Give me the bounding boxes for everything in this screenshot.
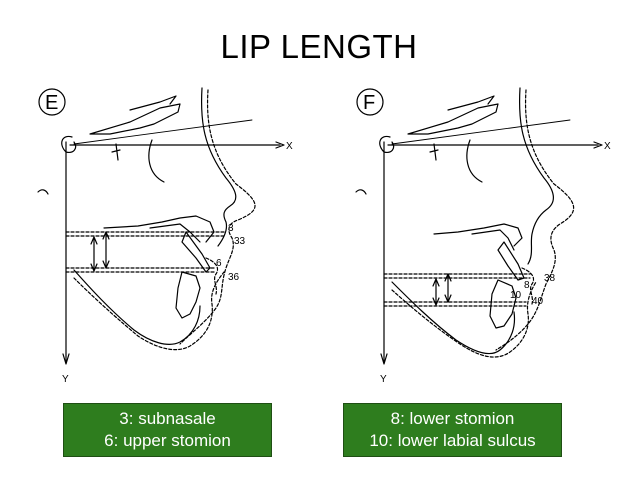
upper-incisor <box>497 241 525 281</box>
diagram-panel-e: E X Y 3 33 6 36 <box>37 87 293 385</box>
porion-outline <box>379 135 395 153</box>
y-axis-arrow <box>380 353 388 365</box>
orbit-outline <box>407 103 499 135</box>
soft-tissue-profile <box>179 89 256 345</box>
y-axis-label: Y <box>380 374 387 385</box>
mandible-outline <box>73 269 201 345</box>
orbit-outline <box>89 103 181 135</box>
landmark-label: 6 <box>216 258 222 269</box>
bony-profile <box>200 87 237 247</box>
porion-outline <box>61 135 77 153</box>
landmark-label: 33 <box>234 236 246 247</box>
lower-incisor <box>489 279 517 329</box>
diagram-panel-f: F X Y 38 8 10 40 <box>355 87 611 385</box>
panel-letter-circle <box>38 88 66 116</box>
landmark-label: 8 <box>524 280 530 291</box>
lower-incisor <box>175 271 201 319</box>
x-axis-arrow <box>275 141 285 149</box>
panel-letter: F <box>363 92 375 114</box>
x-axis-label: X <box>604 141 611 152</box>
y-axis-label: Y <box>62 374 69 385</box>
frankfort-line <box>391 119 571 145</box>
caption-line: 8: lower stomion <box>390 409 515 428</box>
soft-tissue-profile <box>495 89 575 351</box>
x-axis-arrow <box>593 141 603 149</box>
landmark-label: 40 <box>532 296 544 307</box>
landmark-label: 3 <box>228 223 234 234</box>
slide-title: LIP LENGTH <box>220 28 418 65</box>
maxilla-outline <box>103 215 215 243</box>
caption-line: 6: upper stomion <box>104 431 231 450</box>
panel-letter-circle <box>356 88 384 116</box>
frankfort-line <box>73 119 253 145</box>
caption-box-e: 3: subnasale 6: upper stomion <box>63 403 272 457</box>
caption-line: 10: lower labial sulcus <box>369 431 536 450</box>
y-axis-arrow <box>62 353 70 365</box>
caption-box-f: 8: lower stomion 10: lower labial sulcus <box>343 403 562 457</box>
caption-line: 3: subnasale <box>119 409 216 428</box>
panel-letter: E <box>45 92 58 114</box>
maxilla-outline <box>433 223 523 247</box>
x-axis-label: X <box>286 141 293 152</box>
mandible-outline <box>391 281 516 355</box>
landmark-label: 36 <box>228 272 240 283</box>
bony-profile <box>518 87 554 265</box>
landmark-label: 38 <box>544 273 556 284</box>
landmark-label: 10 <box>510 290 522 301</box>
